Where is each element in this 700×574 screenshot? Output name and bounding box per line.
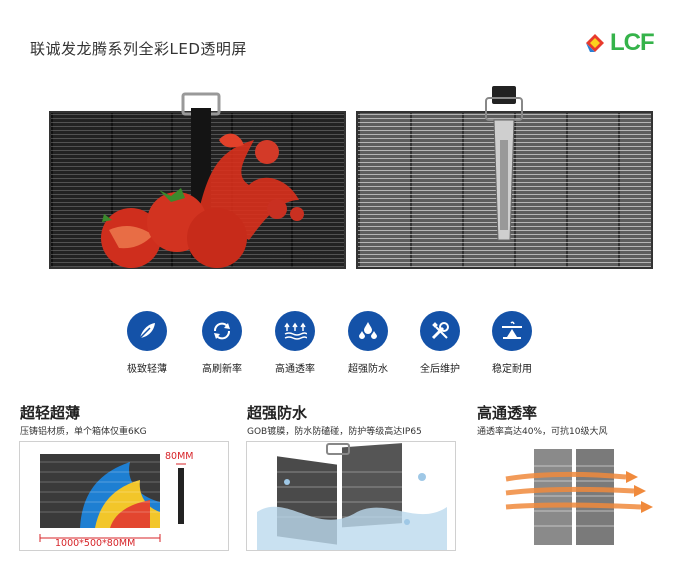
section-desc-transparency: 通透率高达40%，可抗10级大风 xyxy=(477,427,608,437)
feature-refresh: 高刷新率 xyxy=(186,311,258,375)
transparency-image-box xyxy=(476,441,686,551)
tomato-splash-image xyxy=(101,92,304,268)
water-drops-icon xyxy=(359,322,377,339)
thin-panel-illustration xyxy=(39,454,186,542)
feature-label: 超强防水 xyxy=(348,364,388,375)
feature-label: 全后维护 xyxy=(420,364,460,375)
feature-label: 极致轻薄 xyxy=(127,364,167,375)
feature-durable: 稳定耐用 xyxy=(476,311,548,375)
rear-frame-image xyxy=(485,86,523,241)
wind-through-panel-illustration xyxy=(505,449,653,545)
feature-waterproof: 超强防水 xyxy=(332,311,404,375)
feature-label: 稳定耐用 xyxy=(492,364,532,375)
logo-mark-icon xyxy=(586,34,604,52)
feature-label: 高刷新率 xyxy=(202,364,242,375)
logo-text: LCF xyxy=(610,29,655,56)
rear-panel-image xyxy=(356,111,653,269)
feature-rear-maintenance: 全后维护 xyxy=(404,311,476,375)
waterproof-image-box xyxy=(246,441,456,551)
feature-thin: 极致轻薄 xyxy=(111,311,183,375)
balance-icon xyxy=(502,321,522,339)
size-dimension: 1000*500*80MM xyxy=(55,538,136,549)
water-splash-illustration xyxy=(257,443,447,550)
feather-icon xyxy=(139,323,155,339)
feature-transparency: 高通透率 xyxy=(259,311,331,375)
section-title-waterproof: 超强防水 xyxy=(247,404,308,422)
section-desc-thin: 压铸铝材质，单个箱体仅重6KG xyxy=(20,427,147,437)
depth-dimension: 80MM xyxy=(165,451,194,462)
thin-image-box xyxy=(19,441,229,551)
section-title-transparency: 高通透率 xyxy=(477,404,538,422)
feature-label: 高通透率 xyxy=(275,364,315,375)
section-title-thin: 超轻超薄 xyxy=(20,404,81,422)
light-arrows-icon xyxy=(284,322,307,340)
brand-logo: LCF xyxy=(584,29,676,56)
refresh-icon xyxy=(214,322,230,340)
tools-icon xyxy=(431,322,449,340)
section-desc-waterproof: GOB镀膜，防水防磕碰，防护等级高达IP65 xyxy=(247,427,422,437)
page-title: 联诚发龙腾系列全彩LED透明屏 xyxy=(30,40,247,58)
